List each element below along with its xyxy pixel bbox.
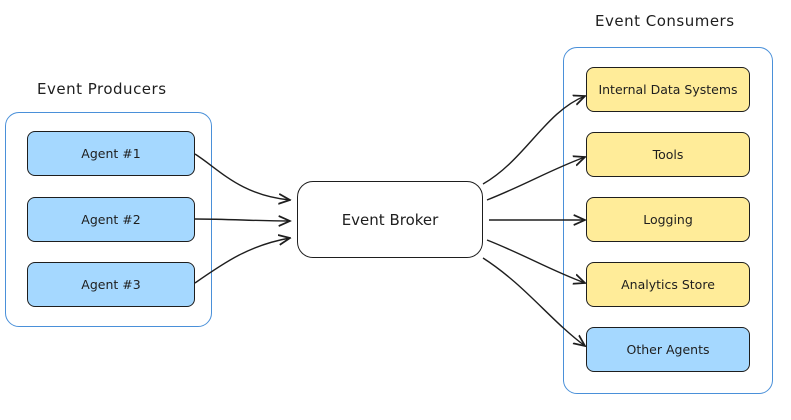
producer-agent-1-label: Agent #1: [81, 146, 141, 161]
arrow-broker-to-tools: [486, 157, 585, 201]
consumer-logging[interactable]: Logging: [586, 197, 750, 242]
producer-agent-2-label: Agent #2: [81, 212, 141, 227]
arrow-agent-1-to-broker: [194, 153, 290, 200]
producer-agent-2[interactable]: Agent #2: [27, 197, 195, 242]
consumer-internal-data-systems[interactable]: Internal Data Systems: [586, 67, 750, 112]
producer-agent-3-label: Agent #3: [81, 277, 141, 292]
consumer-other-agents-label: Other Agents: [626, 342, 710, 357]
consumer-logging-label: Logging: [643, 212, 693, 227]
consumer-other-agents[interactable]: Other Agents: [586, 327, 750, 372]
arrow-broker-to-internal-data-systems: [482, 96, 585, 185]
consumer-tools[interactable]: Tools: [586, 132, 750, 177]
arrow-broker-to-analytics-store: [486, 239, 585, 283]
producer-agent-1[interactable]: Agent #1: [27, 131, 195, 176]
producers-title: Event Producers: [37, 80, 167, 98]
consumer-internal-data-systems-label: Internal Data Systems: [598, 82, 738, 97]
event-broker[interactable]: Event Broker: [297, 181, 483, 258]
event-broker-label: Event Broker: [341, 210, 439, 229]
consumer-analytics-store-label: Analytics Store: [621, 277, 715, 292]
arrow-agent-3-to-broker: [194, 238, 290, 284]
consumer-analytics-store[interactable]: Analytics Store: [586, 262, 750, 307]
arrow-agent-2-to-broker: [194, 219, 290, 221]
producer-agent-3[interactable]: Agent #3: [27, 262, 195, 307]
consumer-tools-label: Tools: [652, 147, 684, 162]
consumers-title: Event Consumers: [595, 12, 735, 30]
arrow-broker-to-other-agents: [482, 257, 585, 346]
